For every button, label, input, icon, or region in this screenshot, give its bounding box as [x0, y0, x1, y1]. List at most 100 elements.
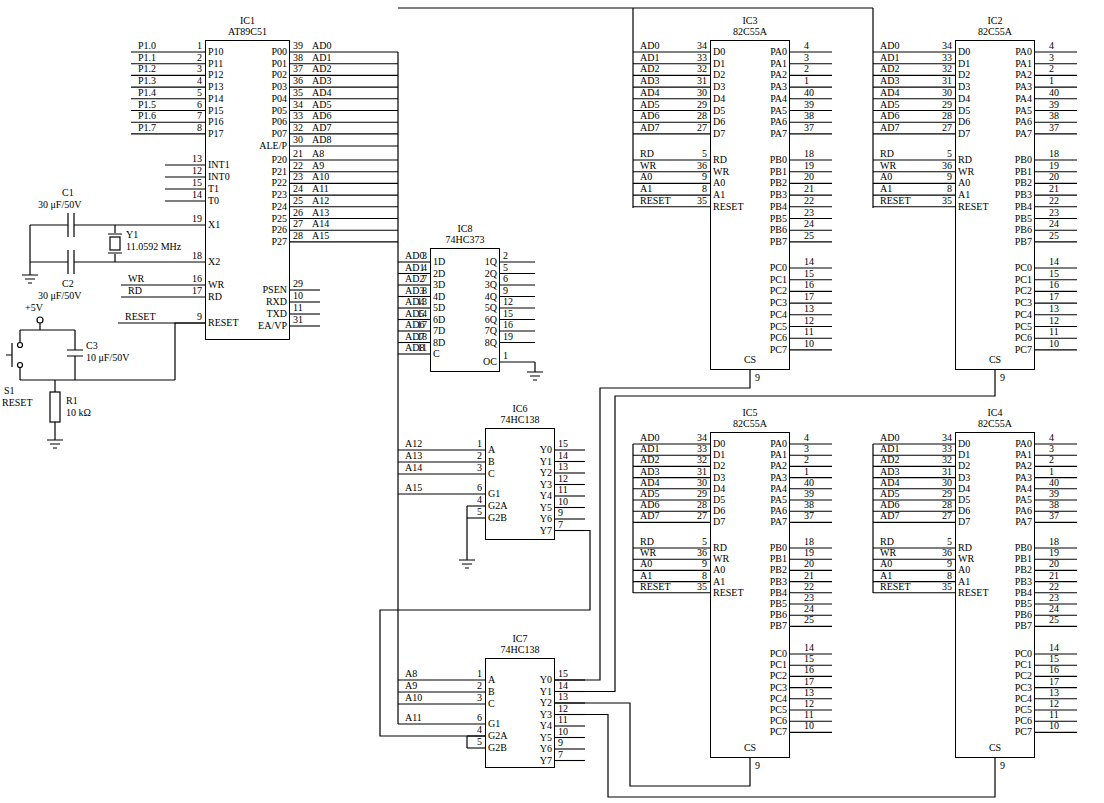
pin-label: 11 [417, 343, 427, 353]
pin-label: 21 [1049, 184, 1059, 194]
pin-wire [790, 75, 832, 76]
pin-wire [121, 296, 205, 297]
pin-label: 17 [804, 292, 814, 302]
pin-label: 35 [942, 582, 952, 592]
pin-wire [790, 349, 832, 350]
pin-label: 36 [942, 161, 952, 171]
pin-label: AD5 [640, 100, 659, 110]
pin-label: 11 [558, 485, 568, 495]
pin-label: CS [989, 743, 1001, 753]
pin-label: 5 [477, 737, 482, 747]
pin-label: 1D [433, 257, 445, 267]
pin-label: RESET [880, 582, 911, 592]
pin-label: OC [483, 357, 497, 367]
pin-label: PB1 [770, 167, 787, 177]
pin-label: 6Q [485, 315, 497, 325]
pin-label: PB6 [1015, 225, 1032, 235]
pin-wire [500, 342, 535, 343]
pin-label: C1 [62, 188, 74, 198]
pin-label: PB7 [770, 237, 787, 247]
pin-label: PC7 [770, 727, 787, 737]
pin-wire [165, 224, 205, 225]
pin-label: P21 [271, 167, 287, 177]
pin-label: 19 [1049, 161, 1059, 171]
bus-wires [398, 8, 873, 724]
pin-label: AD3 [880, 76, 899, 86]
pin-label: A0 [640, 559, 652, 569]
pin-label: P1.4 [138, 88, 156, 98]
pin-label: A10 [405, 693, 422, 703]
pin-label: P1.7 [138, 123, 156, 133]
pin-label: 32 [942, 455, 952, 465]
pin-wire [398, 493, 485, 494]
pin-label: WR [958, 554, 974, 564]
pin-label: PB5 [770, 214, 787, 224]
pin-label: RESET [958, 202, 989, 212]
pin-label: 25 [804, 615, 814, 625]
pin-label: 20 [804, 172, 814, 182]
pin-wire [290, 195, 398, 196]
pin-label: 35 [697, 196, 707, 206]
pin-label: AD2 [640, 64, 659, 74]
pin-label: 25 [1049, 231, 1059, 241]
pin-label: 1 [197, 41, 202, 51]
pin-label: C [488, 469, 495, 479]
pin-label: 32 [942, 64, 952, 74]
pin-label: P27 [271, 237, 287, 247]
pin-label: T0 [208, 196, 219, 206]
pin-label: PB3 [1015, 577, 1032, 587]
pin-label: A1 [880, 184, 892, 194]
part-number: 82C55A [733, 419, 767, 429]
pin-label: Y6 [540, 744, 552, 754]
pin-label: 9 [702, 559, 707, 569]
ground-symbol [22, 275, 38, 283]
pin-label: AD0 [880, 433, 899, 443]
pin-label: AD3 [640, 467, 659, 477]
pin-label: D2 [713, 461, 725, 471]
pin-label: PC3 [770, 298, 787, 308]
pin-label: 12 [1049, 699, 1059, 709]
pin-label: 12 [192, 166, 202, 176]
pin-label: PC0 [770, 263, 787, 273]
pin-label: 4 [804, 433, 809, 443]
pin-label: CS [989, 355, 1001, 365]
pin-label: 25 [293, 196, 303, 206]
pin-label: P26 [271, 225, 287, 235]
pin-label: RESET [958, 588, 989, 598]
pin-label: 4 [477, 495, 482, 505]
pin-label: G2A [488, 501, 507, 511]
pin-label: A12 [312, 196, 329, 206]
pin-wire [1035, 626, 1077, 627]
pin-wire [290, 133, 398, 134]
pin-label: PC5 [1015, 322, 1032, 332]
pin-label: P22 [271, 178, 287, 188]
pin-wire [290, 183, 398, 184]
pin-label: PA1 [1015, 59, 1032, 69]
pin-label: P15 [208, 106, 224, 116]
pin-label: PA1 [770, 450, 787, 460]
pin-label: 17 [192, 286, 202, 296]
pin-label: 5 [947, 149, 952, 159]
pin-label: G1 [488, 719, 500, 729]
pin-label: 21 [293, 149, 303, 159]
pin-label: RESET [640, 582, 671, 592]
pin-label: 12 [804, 316, 814, 326]
pin-label: D1 [713, 450, 725, 460]
pin-label: 5 [197, 88, 202, 98]
pin-label: PB2 [770, 178, 787, 188]
pin-label: 7 [197, 111, 202, 121]
pin-label: Y2 [540, 698, 552, 708]
pin-label: 38 [1049, 500, 1059, 510]
pin-label: 40 [1049, 478, 1059, 488]
pin-label: A0 [713, 178, 725, 188]
pin-label: D3 [713, 473, 725, 483]
pin-label: Y2 [540, 468, 552, 478]
pin-label: PA2 [770, 70, 787, 80]
pin-wire [1035, 732, 1077, 733]
pin-label: 10 kΩ [66, 408, 91, 418]
pin-label: X2 [208, 257, 220, 267]
pin-wire [1035, 241, 1077, 242]
pin-label: RD [713, 155, 727, 165]
pin-wire [633, 592, 710, 593]
pin-wire [1035, 443, 1077, 444]
